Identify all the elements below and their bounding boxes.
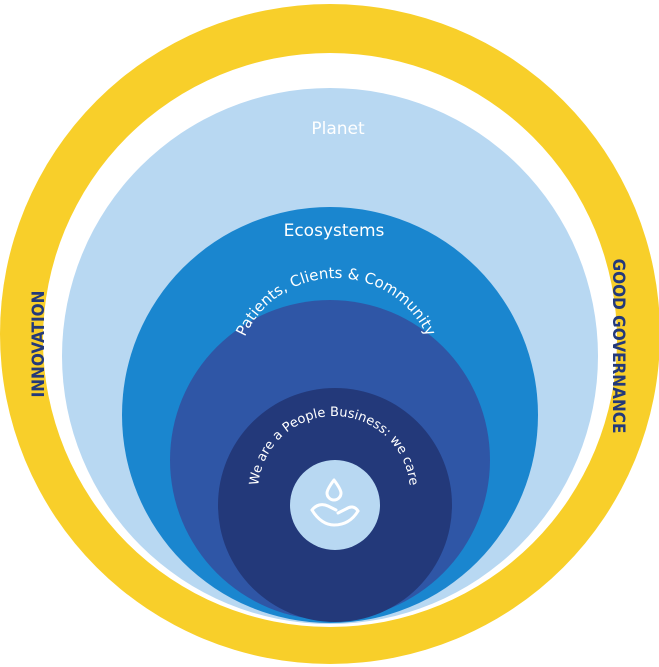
innovation-label: INNOVATION [29,291,49,398]
ecosystems-label: Ecosystems [284,221,385,241]
good-governance-label: GOOD GOVERNANCE [608,259,628,434]
planet-label: Planet [311,119,365,139]
hand-with-drop-icon [290,460,380,550]
